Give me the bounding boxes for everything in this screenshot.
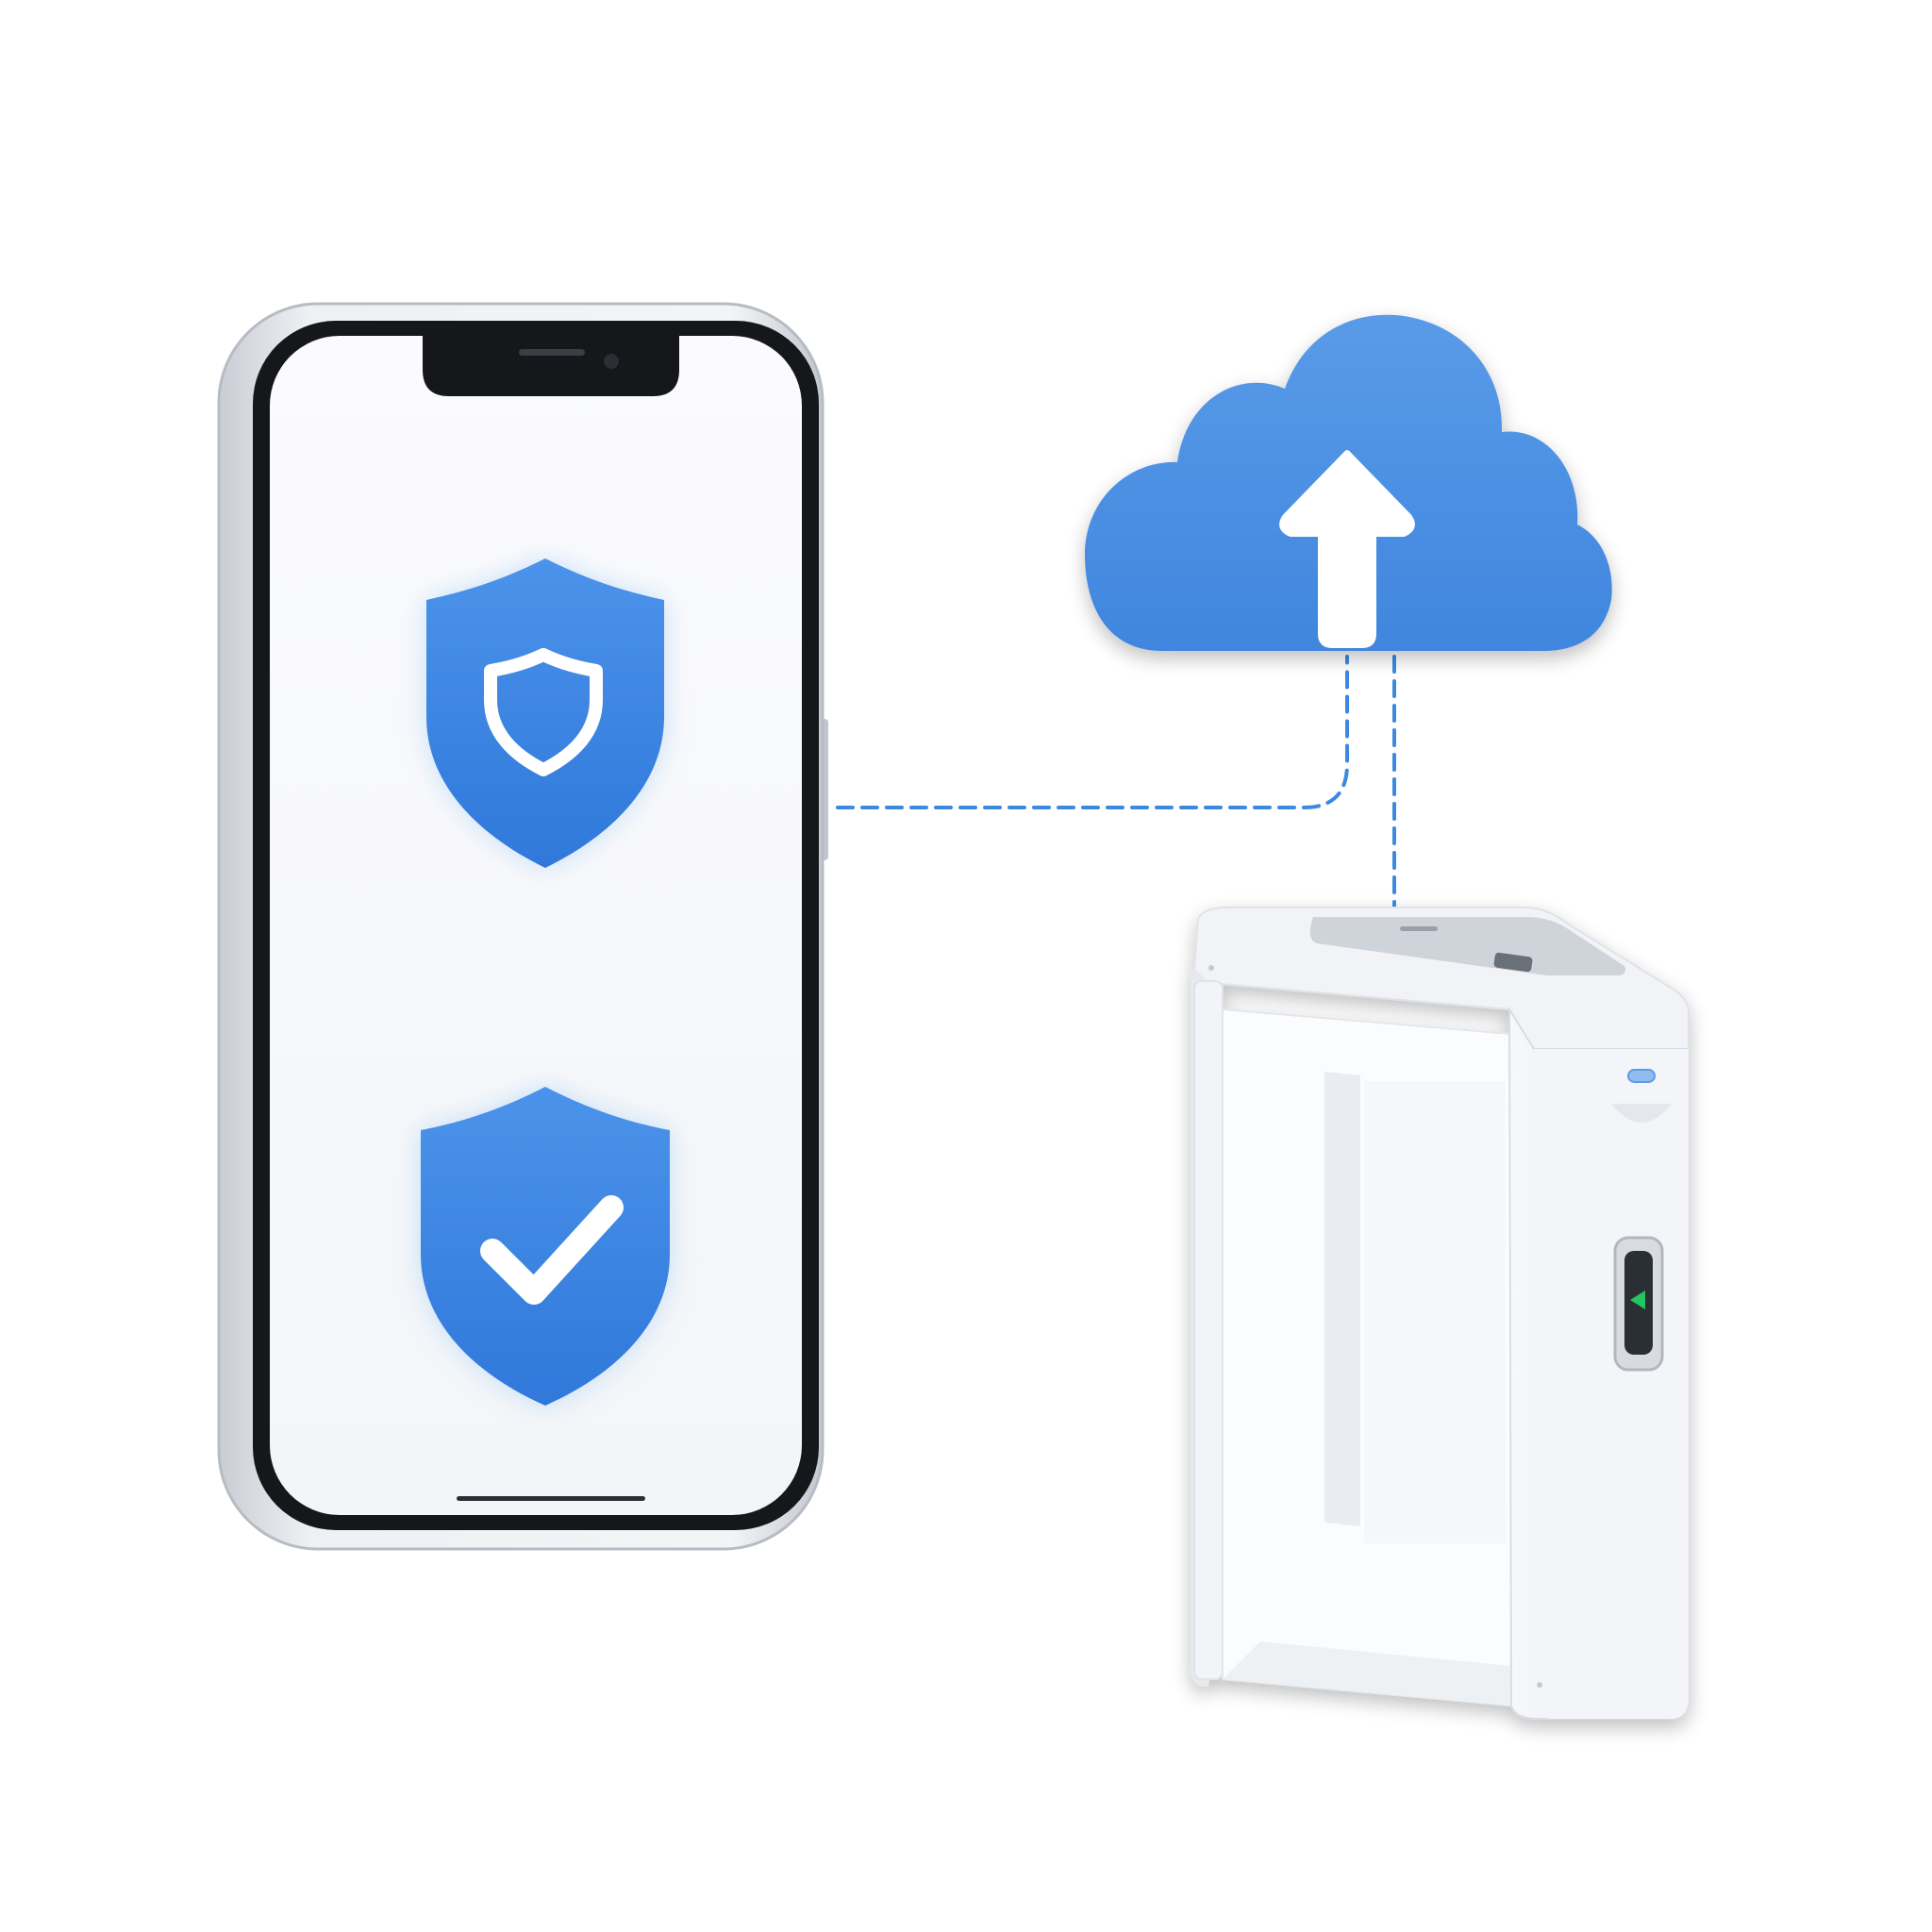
shield-outline-icon [426, 558, 664, 868]
gate-top-slot [1400, 926, 1438, 931]
gate-pillar-notch [1611, 1104, 1672, 1123]
gate-scanner-green-indicator [1630, 1291, 1645, 1309]
smartphone [217, 302, 828, 1551]
gate-screw-bottom [1537, 1682, 1542, 1688]
cloud-upload-icon [1085, 314, 1612, 651]
phone-notch [423, 336, 679, 396]
status-led-icon [1627, 1069, 1656, 1083]
gate-screw [1208, 965, 1214, 971]
phone-front-camera [604, 354, 619, 369]
checkmark-icon [480, 1195, 624, 1305]
gate-glass-panel [1364, 1081, 1506, 1543]
dashed-connectors [836, 655, 1396, 909]
inner-shield-outline-icon [484, 648, 603, 776]
gate-top-panel [1309, 917, 1626, 975]
turnstile-gate-icon [1191, 907, 1690, 1720]
gate-base-floor [1223, 1641, 1511, 1706]
gate-inner-opening [1324, 1072, 1360, 1526]
gate-right-pillar-front [1534, 1049, 1689, 1719]
gate-left-pillar-front [1193, 980, 1224, 1680]
upload-arrow-icon [1279, 450, 1415, 648]
shield-check-icon [421, 1087, 670, 1406]
phone-home-indicator [457, 1496, 645, 1501]
gate-card-reader [1493, 952, 1533, 973]
phone-to-cloud-connector [836, 655, 1349, 809]
phone-speaker [519, 349, 585, 356]
